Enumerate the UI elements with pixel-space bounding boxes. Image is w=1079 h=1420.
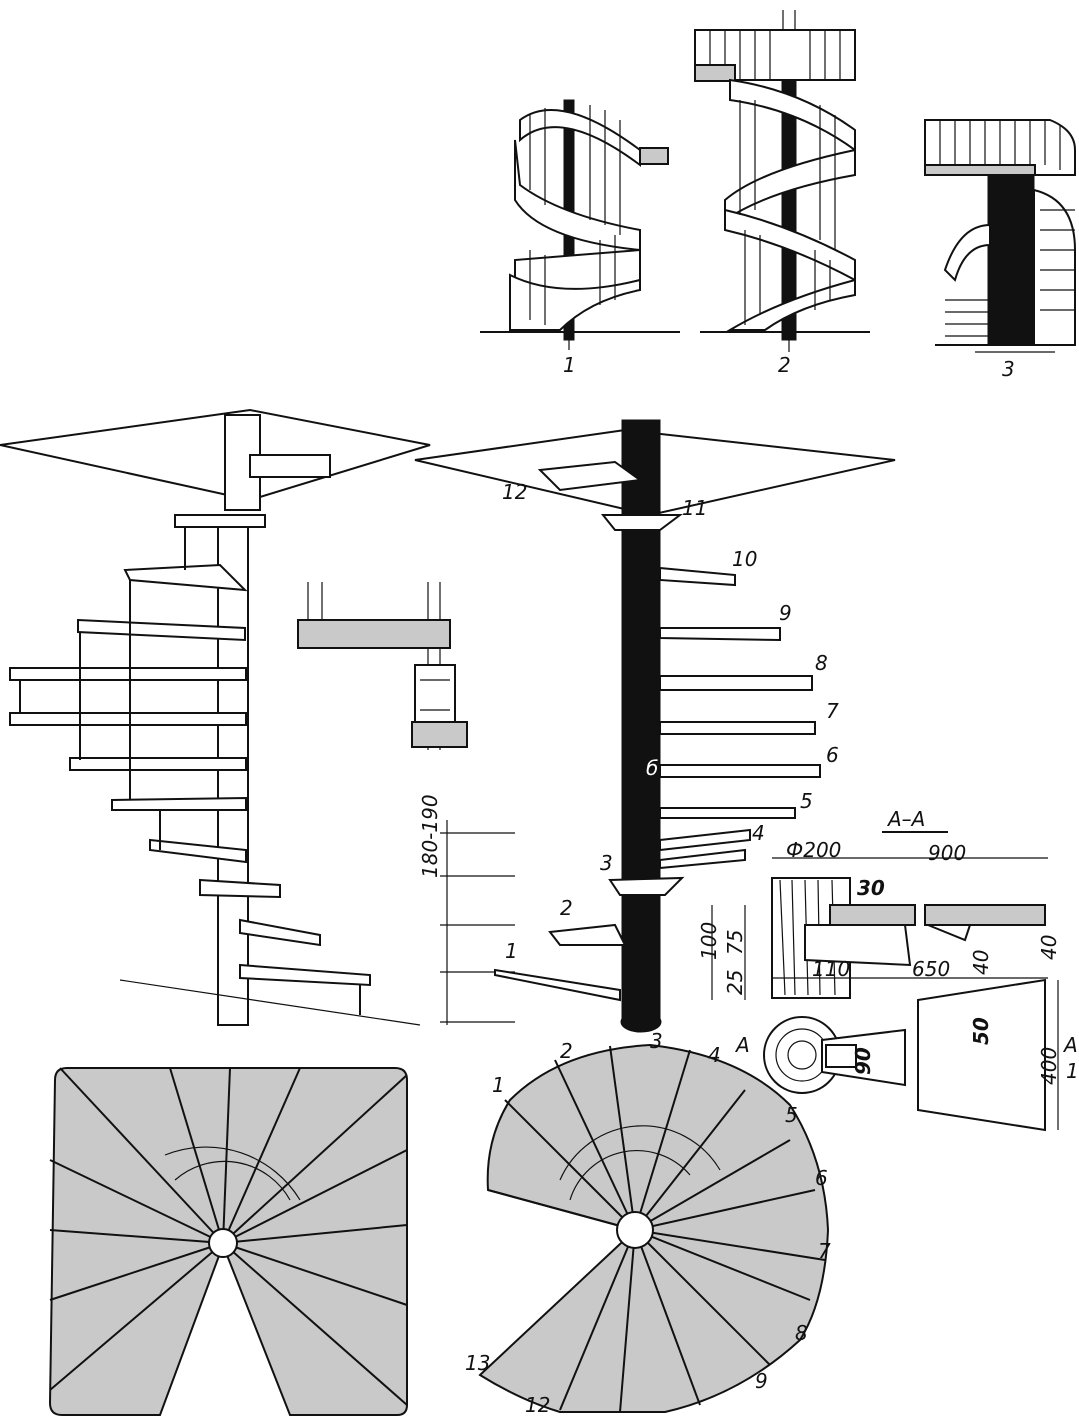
section-plan: 50 90 400 A A 1 xyxy=(734,978,1079,1132)
dim-110: 110 xyxy=(812,957,850,981)
variant-1-drawing: 1 xyxy=(480,99,680,377)
step-2-label: 2 xyxy=(560,896,573,920)
cut-mark-sub: 1 xyxy=(1066,1059,1079,1083)
cut-mark-left: A xyxy=(734,1033,750,1057)
step-6-label: 6 xyxy=(826,743,839,767)
variant-3-label: 3 xyxy=(1002,357,1015,381)
section-title: A–A xyxy=(886,807,925,831)
perspective-stair-left xyxy=(0,408,431,1026)
rise-dimension: 180-190 xyxy=(418,794,515,1025)
fan-step-8: 8 xyxy=(795,1321,808,1345)
variant-1-label: 1 xyxy=(563,353,576,377)
plan-square xyxy=(48,1067,408,1416)
dim-h1: 75 xyxy=(723,930,747,955)
step-3-label: 3 xyxy=(600,851,613,875)
fan-step-12: 12 xyxy=(525,1393,550,1417)
dim-diameter: Ф200 xyxy=(786,838,841,862)
variant-2-label: 2 xyxy=(778,353,791,377)
variant-2-drawing: 2 xyxy=(694,10,870,377)
joint-detail xyxy=(297,582,468,750)
dim-50: 50 xyxy=(969,1017,993,1045)
column-letter: б xyxy=(646,756,658,780)
step-7-label: 7 xyxy=(826,699,839,723)
dim-h2: 25 xyxy=(723,970,747,995)
fan-step-6: 6 xyxy=(815,1166,828,1190)
fan-step-1: 1 xyxy=(492,1073,505,1097)
dim-40a: 40 xyxy=(969,950,993,975)
variant-3-drawing: 3 xyxy=(924,119,1076,381)
dim-90: 90 xyxy=(851,1047,875,1075)
step-1-label: 1 xyxy=(505,939,518,963)
fan-step-4: 4 xyxy=(708,1043,721,1067)
dim-height-total: 100 xyxy=(697,922,721,960)
step-12-label: 12 xyxy=(502,480,527,504)
dim-40b: 40 xyxy=(1037,935,1061,960)
step-8-label: 8 xyxy=(815,651,828,675)
dim-650: 650 xyxy=(912,957,950,981)
step-9-label: 9 xyxy=(779,601,792,625)
dim-length: 900 xyxy=(928,841,966,865)
step-5-label: 5 xyxy=(800,789,813,813)
fan-step-2: 2 xyxy=(560,1039,573,1063)
cut-mark-right: A xyxy=(1062,1033,1078,1057)
step-4-label: 4 xyxy=(752,821,765,845)
dim-400: 400 xyxy=(1037,1047,1061,1085)
fan-step-9: 9 xyxy=(755,1369,768,1393)
fan-step-7: 7 xyxy=(818,1239,831,1263)
step-11-label: 11 xyxy=(682,496,707,520)
section-a-a: A–A Ф200 900 30 100 75 25 110 650 40 40 xyxy=(697,807,1061,1000)
fan-step-5: 5 xyxy=(785,1103,798,1127)
step-10-label: 10 xyxy=(732,547,757,571)
plan-fan: 1 2 3 4 5 6 7 8 9 12 13 xyxy=(465,1029,831,1417)
perspective-stair-right: 12 11 10 9 8 7 6 5 4 3 2 1 б xyxy=(414,419,896,1033)
rise-dimension-label: 180-190 xyxy=(418,794,442,878)
fan-step-13: 13 xyxy=(465,1351,490,1375)
dim-top: 30 xyxy=(857,876,885,900)
fan-step-3: 3 xyxy=(650,1029,663,1053)
